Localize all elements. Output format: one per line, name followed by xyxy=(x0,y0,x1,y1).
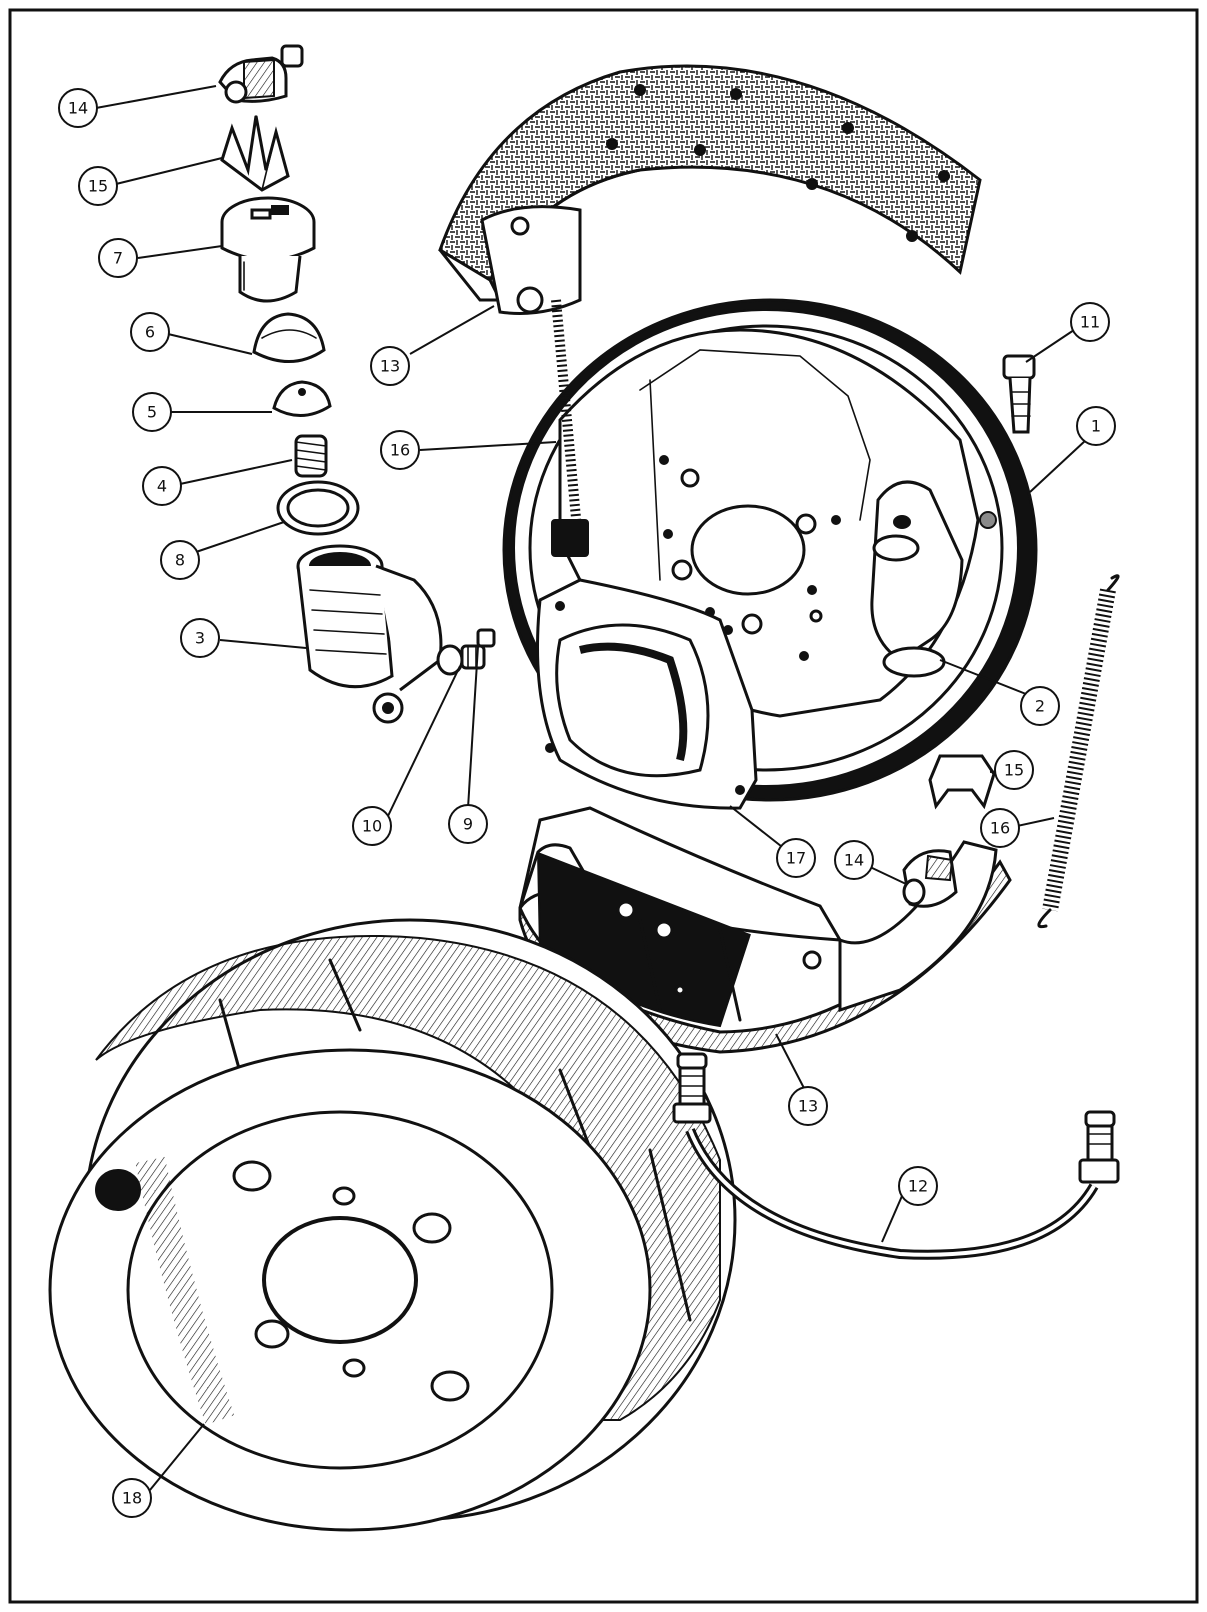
callout-circle xyxy=(112,1478,152,1518)
callout-circle xyxy=(58,88,98,128)
callout-c13b: 13 xyxy=(788,1086,828,1126)
piston-7 xyxy=(220,196,316,303)
callout-circle xyxy=(98,238,138,278)
seal-ring-8 xyxy=(276,480,360,536)
boot-cup-6 xyxy=(252,312,326,363)
callout-circle xyxy=(994,750,1034,790)
callout-label: 14 xyxy=(68,99,88,118)
callout-c5: 5 xyxy=(132,392,172,432)
callout-label: 8 xyxy=(175,551,185,570)
callout-c7: 7 xyxy=(98,238,138,278)
cup-5 xyxy=(272,380,332,417)
spring-16-right xyxy=(1037,574,1120,929)
adjuster-14-top xyxy=(218,44,304,104)
callout-label: 15 xyxy=(88,177,108,196)
callout-circle xyxy=(788,1086,828,1126)
callout-label: 4 xyxy=(157,477,167,496)
callout-label: 16 xyxy=(390,441,410,460)
callout-c15b: 15 xyxy=(994,750,1034,790)
callout-label: 11 xyxy=(1080,313,1100,332)
callout-label: 6 xyxy=(145,323,155,342)
callout-circle xyxy=(776,838,816,878)
callout-circle xyxy=(142,466,182,506)
callout-label: 17 xyxy=(786,849,806,868)
callout-c17: 17 xyxy=(776,838,816,878)
callout-circle xyxy=(160,540,200,580)
gasket-17 xyxy=(536,578,758,810)
callout-c4: 4 xyxy=(142,466,182,506)
callout-c9: 9 xyxy=(448,804,488,844)
spring-16-top xyxy=(551,299,589,557)
callout-label: 3 xyxy=(195,629,205,648)
callout-c16b: 16 xyxy=(980,808,1020,848)
callout-circle xyxy=(78,166,118,206)
callout-label: 14 xyxy=(844,851,864,870)
callout-circle xyxy=(1070,302,1110,342)
spring-4 xyxy=(294,434,328,478)
bleed-nipple-9-10 xyxy=(436,628,496,676)
callout-label: 18 xyxy=(122,1489,142,1508)
callout-c8: 8 xyxy=(160,540,200,580)
callout-circle xyxy=(834,840,874,880)
brake-drum-18 xyxy=(48,918,737,1532)
leader-lines xyxy=(95,85,1087,1491)
spring-clip-15-right xyxy=(928,754,996,810)
callout-label: 15 xyxy=(1004,761,1024,780)
bolt-11 xyxy=(1002,354,1036,434)
callout-label: 1 xyxy=(1091,417,1101,436)
callout-c13a: 13 xyxy=(370,346,410,386)
callout-c16a: 16 xyxy=(380,430,420,470)
callout-c1: 1 xyxy=(1076,406,1116,446)
callout-circle xyxy=(370,346,410,386)
callout-circle xyxy=(1020,686,1060,726)
callout-label: 13 xyxy=(798,1097,818,1116)
callout-c10: 10 xyxy=(352,806,392,846)
callout-circle xyxy=(898,1166,938,1206)
spring-clip-15-top xyxy=(220,115,290,192)
page-border xyxy=(8,8,1199,1604)
callout-label: 7 xyxy=(113,249,123,268)
callout-c15a: 15 xyxy=(78,166,118,206)
wheel-cylinder-3 xyxy=(296,544,443,724)
callout-circle xyxy=(130,312,170,352)
callout-circle xyxy=(180,618,220,658)
callout-c11: 11 xyxy=(1070,302,1110,342)
callout-c14a: 14 xyxy=(58,88,98,128)
callout-label: 12 xyxy=(908,1177,928,1196)
callout-label: 16 xyxy=(990,819,1010,838)
callout-circle xyxy=(132,392,172,432)
callout-c12: 12 xyxy=(898,1166,938,1206)
callout-label: 10 xyxy=(362,817,382,836)
callout-label: 2 xyxy=(1035,697,1045,716)
callout-c14b: 14 xyxy=(834,840,874,880)
callout-c6: 6 xyxy=(130,312,170,352)
callout-c3: 3 xyxy=(180,618,220,658)
brake-shoe-top xyxy=(438,64,982,315)
callout-circle xyxy=(352,806,392,846)
brake-pipe-12 xyxy=(672,1052,1120,1260)
callout-circle xyxy=(380,430,420,470)
callout-label: 5 xyxy=(147,403,157,422)
callout-circle xyxy=(1076,406,1116,446)
callout-circle xyxy=(448,804,488,844)
callout-label: 9 xyxy=(463,815,473,834)
callout-c2: 2 xyxy=(1020,686,1060,726)
callout-c18: 18 xyxy=(112,1478,152,1518)
callout-circle xyxy=(980,808,1020,848)
callout-label: 13 xyxy=(380,357,400,376)
